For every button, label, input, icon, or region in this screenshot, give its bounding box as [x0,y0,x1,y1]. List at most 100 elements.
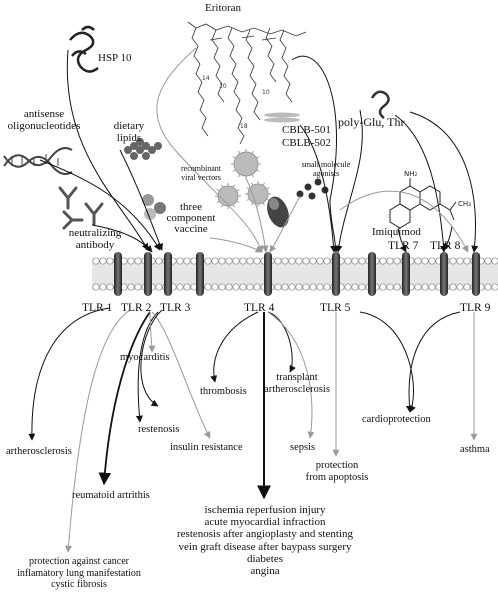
lipid-head [386,257,394,265]
lipid-head [99,257,107,265]
tlr-receptors [114,252,480,296]
tlr1-label: TLR 1 [82,302,113,314]
lipid-droplet [136,146,144,154]
lipid-head [106,257,114,265]
cancer-label: protection against cancer inflamatory lu… [4,556,154,591]
tlr4-label: TLR 4 [244,302,275,314]
dietary-label: dietary lipids [104,120,154,144]
lipid-head [211,257,219,265]
lipid-head [302,257,310,265]
tlr3-label: TLR 3 [160,302,191,314]
lipid-head [414,283,422,291]
cancer-line-1: protection against cancer [29,556,129,567]
lipid-head [253,283,261,291]
neutralizing-line-2: antibody [75,239,115,251]
lipid-head [421,257,429,265]
virus-spike [251,174,254,178]
antisense-line-1: antisense [23,108,65,120]
lipid-head [309,257,317,265]
lipid-head [239,283,247,291]
tlr9-label: TLR 9 [460,302,491,314]
lipid-head [176,283,184,291]
tlr8-label: TLR 8 [430,240,461,252]
lipid-head [428,283,436,291]
virus-spike [236,189,240,192]
virus-spike [236,200,240,203]
transplant-line-1: transplant [276,372,318,383]
lipid-head [99,283,107,291]
virus-spike [246,198,250,201]
virus-spike [216,189,220,192]
receptor-barrel [440,252,448,296]
receptor-barrel [196,252,204,296]
sepsis-label: sepsis [290,442,316,453]
chain-label-c: 18 [240,123,248,130]
lipid-head [134,257,142,265]
smallmol-line-2: agonists [312,169,340,178]
lipid-droplet [154,142,162,150]
ischemia-line-2: acute myocardial infraction [204,516,326,529]
lipid-head [281,283,289,291]
smallmol-line-1: small molecule [301,160,351,169]
lipid-head [274,283,282,291]
virus-spike [251,202,254,206]
lipid-head [183,257,191,265]
lipid-head [351,283,359,291]
lipid-head [176,257,184,265]
virus-spike [262,182,265,186]
viral-vectors-icon [215,149,271,209]
polyglu-protein [370,90,390,119]
lipid-head [463,283,471,291]
lipid-droplet [136,138,144,146]
lipid-head [449,283,457,291]
lipid-droplet [142,152,150,160]
transplant-label: transplant artherosclerosis [262,372,332,396]
dietary-line-1: dietary [113,120,145,132]
lipid-head [183,283,191,291]
cancer-line-2: inflamatory lung manifestation [17,567,141,579]
lipid-head [386,283,394,291]
antisense-line-2: oligonucleotides [7,120,81,132]
lipid-head [414,257,422,265]
cell-membrane [92,257,498,291]
virus-spike [262,202,265,206]
transplant-line-2: artherosclerosis [264,384,330,395]
lipid-head [358,257,366,265]
chain-label-b: 10 [219,83,227,90]
tlr5-label: TLR 5 [320,302,351,314]
neutralizing-label: neutralizing antibody [50,227,140,251]
lipid-head [344,257,352,265]
receptor-barrel [368,252,376,296]
imiquimod-label: Imiquimod [372,226,421,238]
smallmol-label: small molecule agonists [296,160,356,178]
lipid-head [428,257,436,265]
ischemia-line-4: vein graft disease after baypass surgery [178,540,352,553]
lipid-head [232,283,240,291]
lipid-droplet [142,142,150,150]
insulin-label: insulin resistance [170,442,243,453]
lipid-head [218,257,226,265]
ischemia-label: ischemia reperfusion injury acute myocar… [170,504,360,577]
lipid-head [155,283,163,291]
lipid-head [127,257,135,265]
virus-spike [266,187,270,190]
lipid-head [456,283,464,291]
virus-spike [251,182,254,186]
lipid-head [309,283,317,291]
lipid-head [288,283,296,291]
tlr2-label: TLR 2 [121,302,152,314]
receptor-barrel [144,252,152,296]
viral-label: recombinant viral vectors [166,164,236,182]
lipid-head [295,257,303,265]
lipid-head [281,257,289,265]
virus-spike [256,156,260,159]
lipid-head [246,283,254,291]
lipid-head [211,283,219,291]
lipid-head [393,257,401,265]
ischemia-line-6: angina [250,565,280,578]
eritoran-label: Eritoran [205,2,242,14]
virus-spike [216,200,220,203]
vaccine-line-1: three [180,201,202,213]
cblb501-label: CBLB-501 [282,124,331,136]
